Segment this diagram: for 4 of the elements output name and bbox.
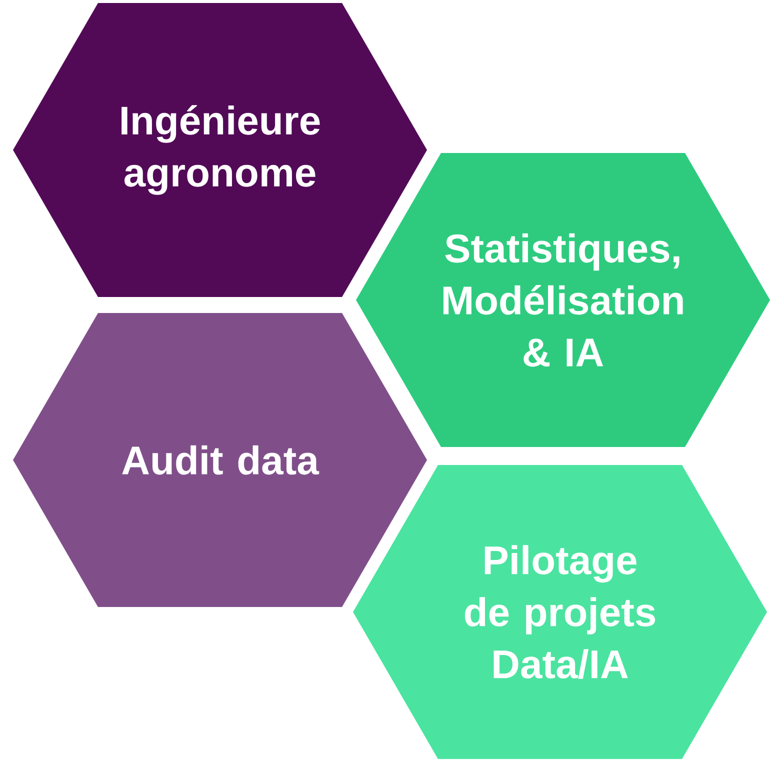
hexagon: Audit data	[13, 313, 427, 607]
hexagon: Ingénieure agronome	[13, 3, 427, 297]
hexagon: Pilotage de projets Data/IA	[353, 465, 767, 759]
hexagon: Statistiques, Modélisation & IA	[356, 153, 770, 447]
